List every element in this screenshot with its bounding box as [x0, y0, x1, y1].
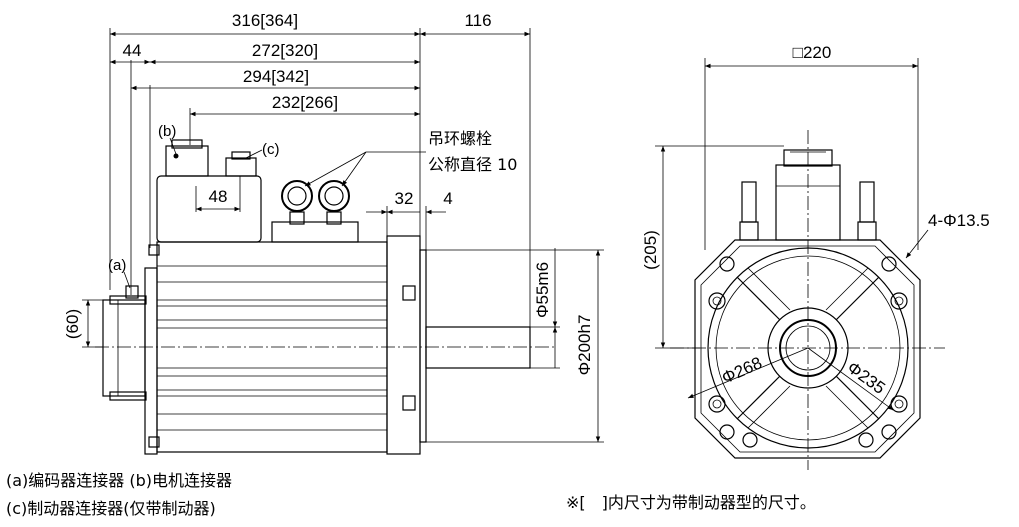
dim-shaft-length: 116 — [464, 11, 491, 30]
dim-232: 232[266] — [272, 93, 338, 112]
brake-connector — [225, 157, 257, 177]
dim-272: 272[320] — [252, 41, 318, 60]
label-c: (c) — [262, 141, 280, 158]
shaft — [425, 326, 531, 369]
dim-60: (60) — [63, 309, 82, 339]
dim-44: 44 — [123, 41, 142, 60]
label-b: (b) — [158, 123, 176, 140]
dim-4: 4 — [443, 189, 452, 208]
legend-line-1: (a)编码器连接器 (b)电机连接器 — [6, 471, 232, 490]
bolt-holes — [708, 256, 908, 448]
rear-flange — [144, 267, 158, 455]
square-flange — [694, 239, 921, 459]
dim-spigot-diameter: Φ200h7 — [575, 315, 594, 376]
connector-box — [156, 175, 262, 243]
dim-294: 294[342] — [243, 67, 309, 86]
dim-205: (205) — [641, 230, 660, 270]
dim-shaft-diameter: Φ55m6 — [533, 262, 552, 318]
dim-square: □220 — [793, 43, 832, 62]
dim-48: 48 — [209, 187, 228, 206]
eyebolt-label-line2: 公称直径 10 — [428, 155, 517, 174]
legend: (a)编码器连接器 (b)电机连接器 (c)制动器连接器(仅带制动器) ※[ ]… — [6, 471, 816, 518]
encoder-connector — [125, 285, 139, 299]
dim-overall-length: 316[364] — [232, 11, 298, 30]
dim-outer-circle: Φ268 — [719, 353, 765, 387]
label-a: (a) — [108, 257, 126, 274]
dim-pitch-circle: Φ235 — [844, 358, 889, 398]
eyebolts — [271, 180, 359, 243]
front-flange — [386, 235, 421, 455]
eyebolt-label-line1: 吊环螺栓 — [428, 129, 492, 148]
legend-line-2: (c)制动器连接器(仅带制动器) — [6, 499, 216, 518]
encoder-cover — [102, 299, 146, 397]
dim-bolt-holes: 4-Φ13.5 — [928, 211, 990, 230]
side-view: 316[364] 116 44 272[320] 294[342] 232[26… — [63, 11, 604, 455]
front-view: □220 (205) 4-Φ13.5 Φ268 Φ235 — [641, 43, 990, 470]
dimension-note: ※[ ]内尺寸为带制动器型的尺寸。 — [566, 493, 816, 512]
motor-connector — [165, 145, 209, 177]
dim-32: 32 — [395, 189, 414, 208]
